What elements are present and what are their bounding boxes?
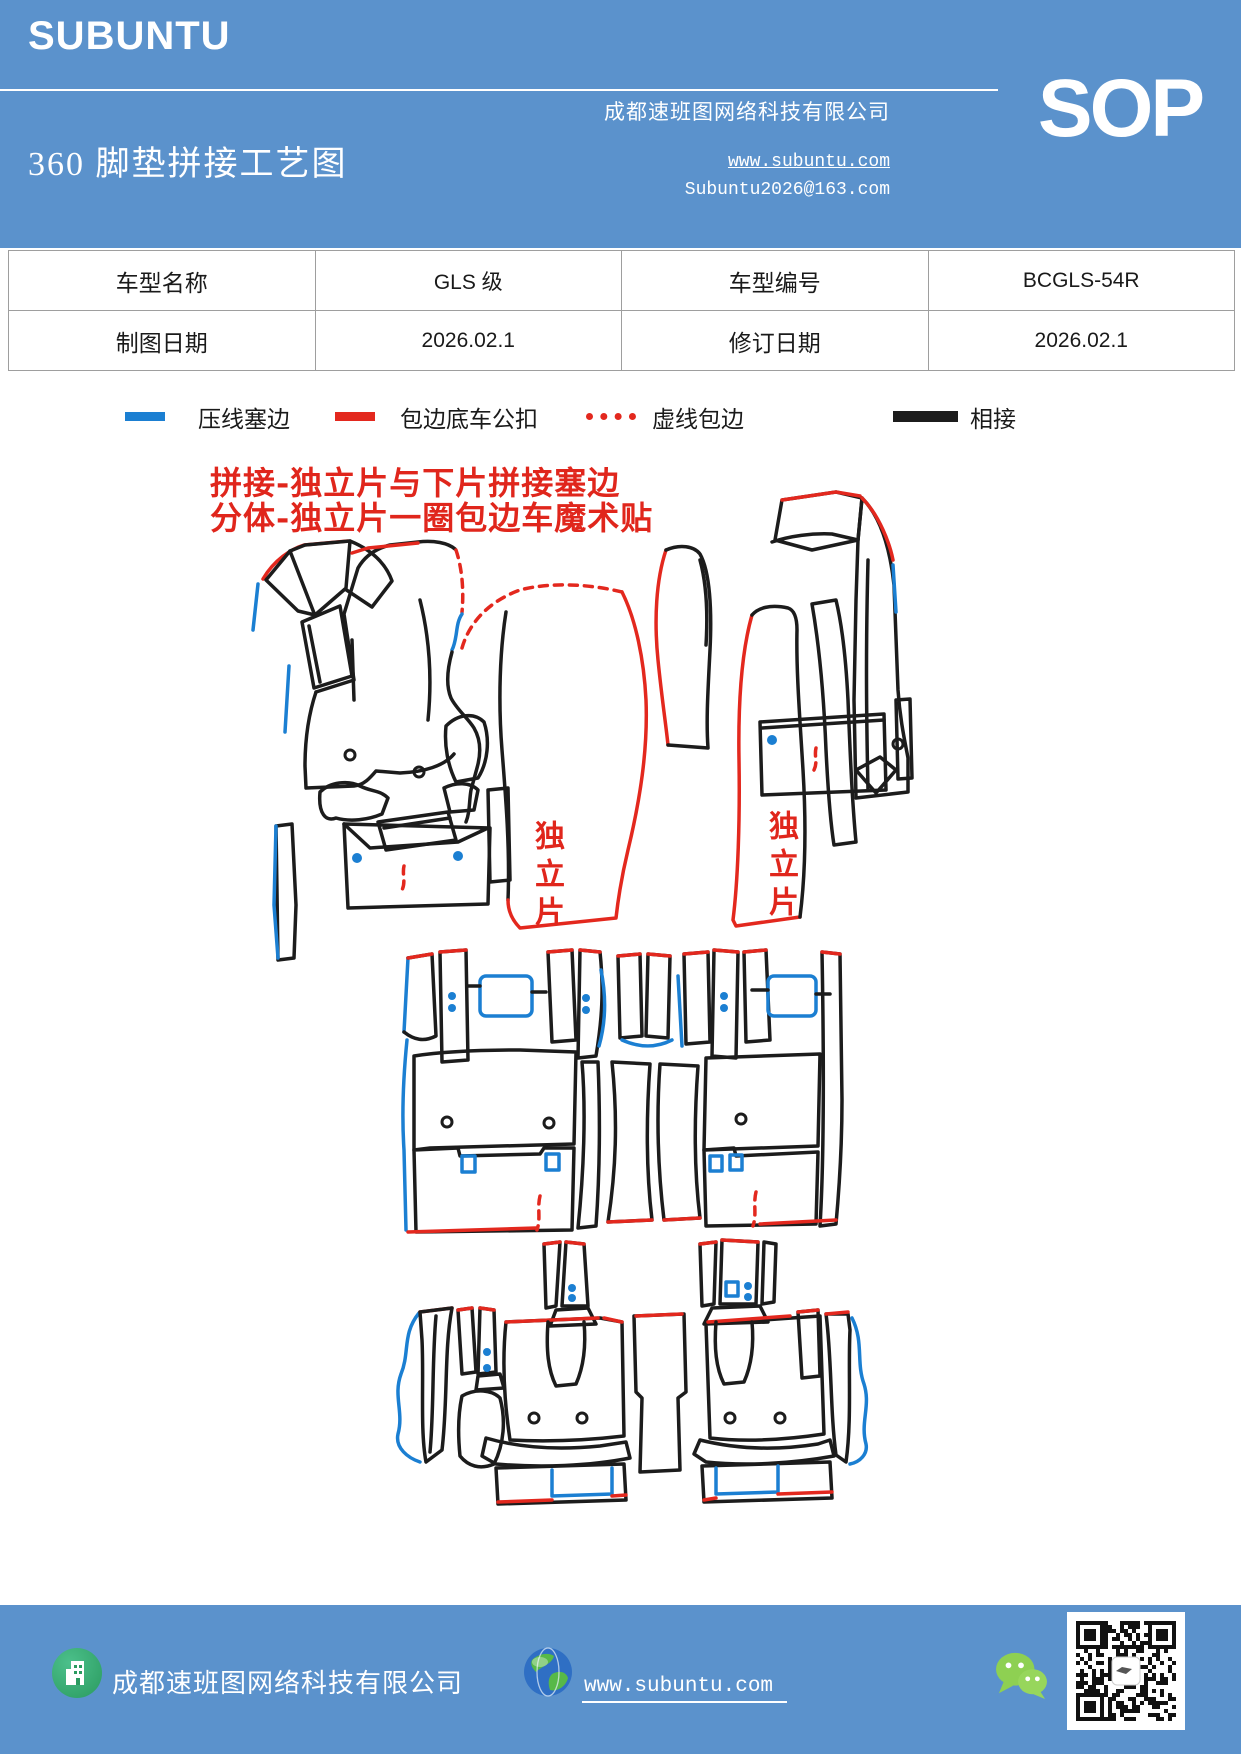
driver-side-mat-group [251,539,649,962]
brand-logo: SUBUNTU [28,14,231,58]
model-name-value: GLS 级 [314,250,622,311]
footer-website-link[interactable]: www.subuntu.com [582,1675,788,1703]
model-code-label: 车型编号 [621,250,929,311]
legend-black-swatch [893,411,958,422]
independent-piece-label-right: 独立片 [763,810,798,924]
legend-label-black: 相接 [970,407,1016,433]
legend-label-red: 包边底车公扣 [400,407,538,433]
legend-label-blue: 压线塞边 [198,407,290,433]
annotation-line-2: 分体-独立片一圈包边车魔术贴 [210,499,654,537]
table-row: 制图日期 2026.02.1 修订日期 2026.02.1 [8,310,1235,371]
process-annotation: 拼接-独立片与下片拼接塞边 分体-独立片一圈包边车魔术贴 [210,466,653,536]
second-row-mats-group [401,948,844,1328]
legend-red-swatch [335,412,375,421]
header-divider [0,89,998,91]
draw-date-value: 2026.02.1 [314,310,622,371]
header: SUBUNTU 360 脚垫拼接工艺图 成都速班图网络科技有限公司 www.su… [0,0,1241,248]
globe-icon [522,1646,574,1698]
revise-date-label: 修订日期 [621,310,929,371]
model-code-value: BCGLS-54R [927,250,1235,311]
header-email: Subuntu2026@163.com [684,180,890,200]
revise-date-value: 2026.02.1 [927,310,1235,371]
independent-piece-label-left: 独立片 [529,820,564,934]
building-icon [52,1648,102,1698]
third-row-mats-group [395,1306,869,1506]
vehicle-info-table: 车型名称 GLS 级 车型编号 BCGLS-54R 制图日期 2026.02.1… [8,250,1235,371]
sop-badge: SOP [1037,63,1205,154]
model-name-label: 车型名称 [8,250,316,311]
passenger-side-mat-group [654,490,914,928]
line-legend: 压线塞边 包边底车公扣 虚线包边 相接 [0,398,1241,444]
footer: 成都速班图网络科技有限公司 www.subuntu.com [0,1605,1241,1754]
qr-code [1067,1612,1185,1730]
wechat-icon [992,1650,1050,1700]
legend-dotted-swatch [586,413,636,420]
annotation-line-1: 拼接-独立片与下片拼接塞边 [210,464,621,502]
draw-date-label: 制图日期 [8,310,316,371]
legend-blue-swatch [125,412,165,421]
legend-label-dotted: 虚线包边 [652,407,744,433]
table-row: 车型名称 GLS 级 车型编号 BCGLS-54R [8,250,1235,311]
footer-company-name: 成都速班图网络科技有限公司 [112,1669,464,1699]
page-title: 360 脚垫拼接工艺图 [28,146,348,183]
header-website-link[interactable]: www.subuntu.com [727,152,890,172]
header-company-name: 成都速班图网络科技有限公司 [604,100,890,124]
